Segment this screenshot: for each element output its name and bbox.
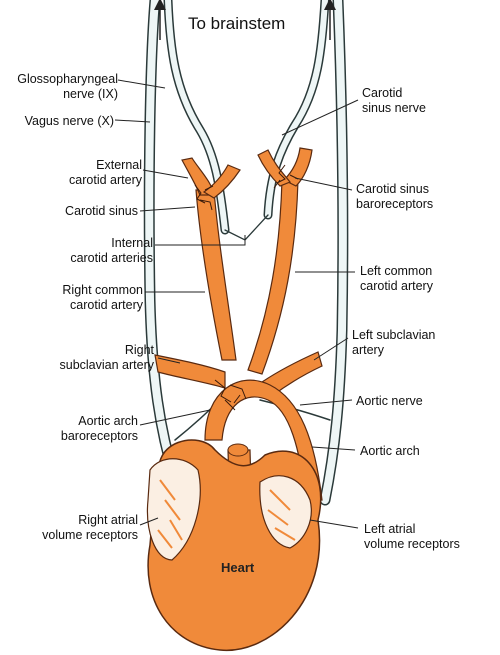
left-external-carotid-artery: [282, 147, 313, 187]
aortic-arch: [204, 379, 323, 501]
vagus-label: Vagus nerve (X): [24, 114, 114, 128]
left-internal-carotid-artery: [257, 149, 291, 187]
baroreceptor-networks: [194, 164, 299, 411]
heart-label: Heart: [221, 560, 255, 575]
right-internal-carotid-artery: [202, 164, 241, 199]
left-common-carotid-artery: [247, 179, 299, 375]
leader-lines: [114, 79, 359, 529]
carotid-sinus-label: Carotid sinus: [65, 204, 138, 218]
aortic-nerve-label: Aortic nerve: [356, 394, 423, 408]
heart: [146, 439, 322, 651]
aortic-arch-label: Aortic arch: [360, 444, 420, 458]
left-subclavian-artery: [261, 351, 323, 397]
nerves: [143, 0, 349, 506]
right-common-carotid-artery: [195, 189, 237, 361]
to-brainstem-title: To brainstem: [188, 14, 286, 33]
